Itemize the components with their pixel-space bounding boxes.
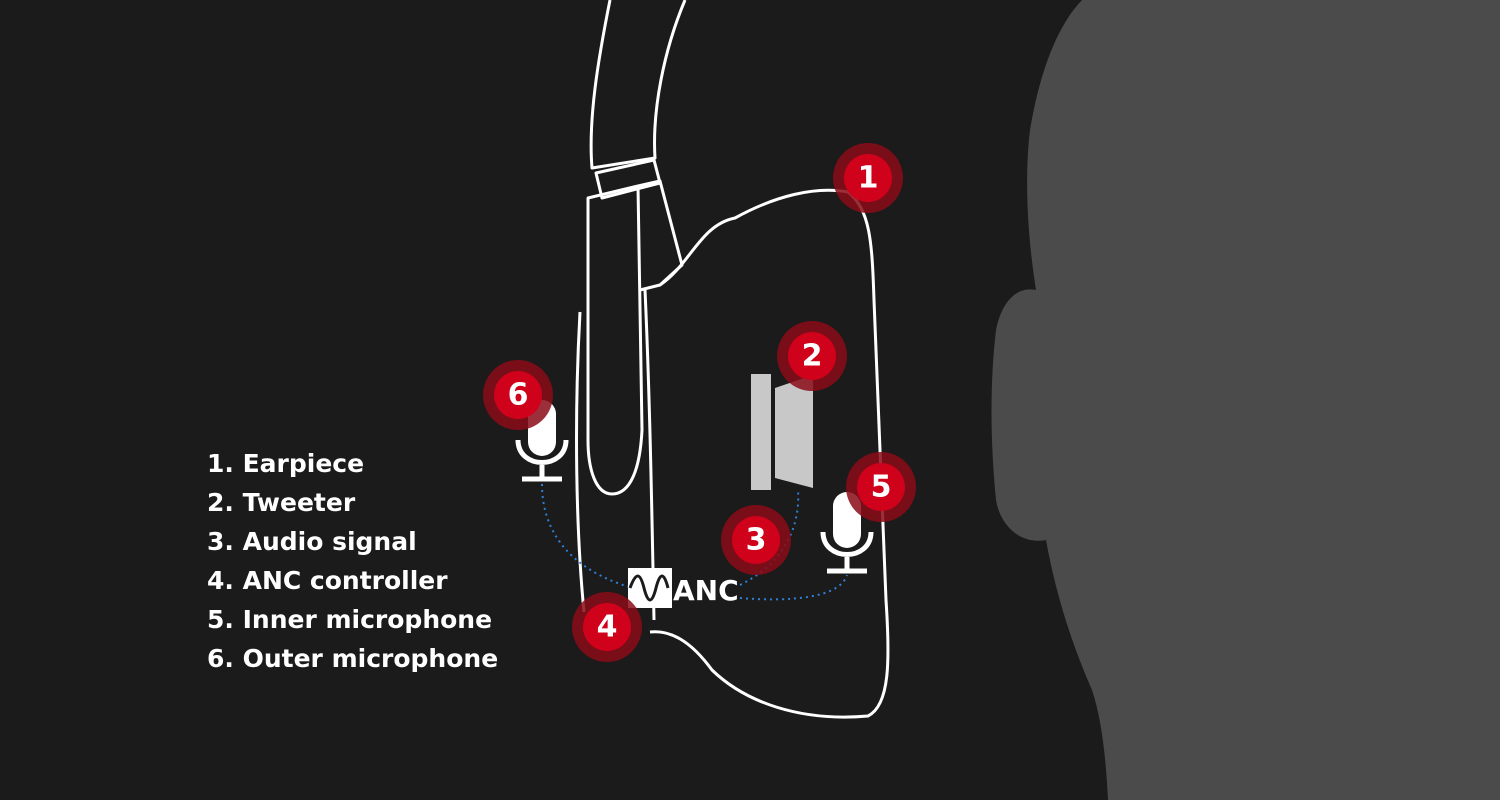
badge-6-number: 6 xyxy=(508,378,529,413)
anc-controller: ANC xyxy=(628,568,739,608)
badge-5: 5 xyxy=(846,452,916,522)
badge-4: 4 xyxy=(572,592,642,662)
headband xyxy=(575,0,687,621)
badge-2-number: 2 xyxy=(802,339,823,374)
badge-4-number: 4 xyxy=(597,610,618,645)
legend-item-anc-controller: 4. ANC controller xyxy=(207,566,448,595)
badge-1: 1 xyxy=(833,143,903,213)
anc-label: ANC xyxy=(673,574,739,607)
legend-item-tweeter: 2. Tweeter xyxy=(207,488,356,517)
head-silhouette xyxy=(991,0,1500,800)
speaker-icon xyxy=(751,374,813,490)
badge-3: 3 xyxy=(721,505,791,575)
legend-item-inner-microphone: 5. Inner microphone xyxy=(207,605,493,634)
legend: 1. Earpiece 2. Tweeter 3. Audio signal 4… xyxy=(207,444,498,678)
badge-1-number: 1 xyxy=(858,161,879,196)
badge-3-number: 3 xyxy=(746,523,767,558)
legend-item-outer-microphone: 6. Outer microphone xyxy=(207,644,499,673)
legend-item-audio-signal: 3. Audio signal xyxy=(207,527,417,556)
badge-6: 6 xyxy=(483,360,553,430)
outer-mic-line xyxy=(541,483,641,591)
waveform-icon xyxy=(628,574,670,602)
badge-5-number: 5 xyxy=(871,470,892,505)
legend-item-earpiece: 1. Earpiece xyxy=(207,449,365,478)
inner-mic-line xyxy=(739,574,848,601)
badge-2: 2 xyxy=(777,321,847,391)
